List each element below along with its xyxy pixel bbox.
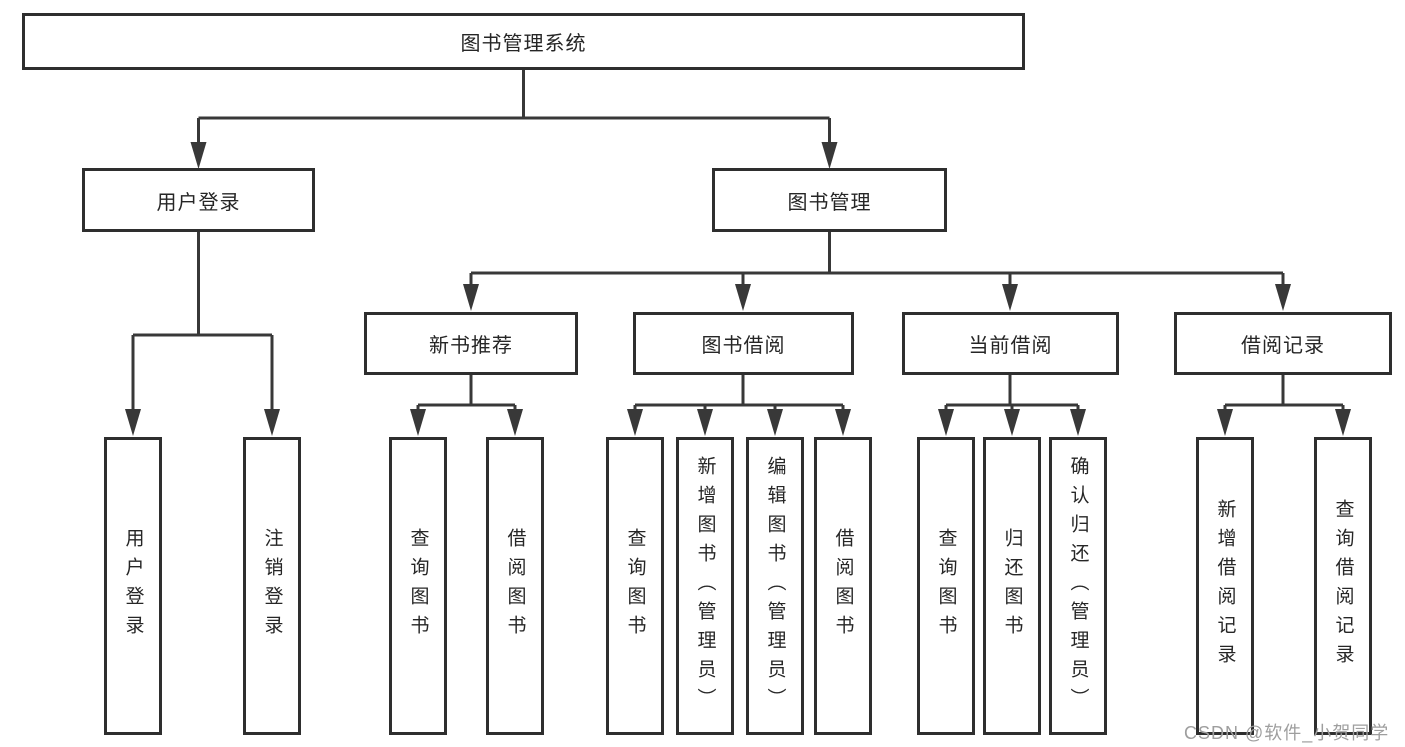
node-book-management-label: 图书管理 (787, 191, 872, 214)
leaf-bb-borrow-books-label: 借阅图书 (832, 528, 854, 644)
leaf-cb-query-books: 查询图书 (917, 437, 975, 735)
node-book-borrow-label: 图书借阅 (701, 335, 786, 357)
leaf-cb-confirm-return-admin-label: 确认归还（管理员） (1067, 455, 1089, 717)
leaf-cb-confirm-return-admin: 确认归还（管理员） (1049, 437, 1107, 735)
node-new-book-recommend-label: 新书推荐 (429, 335, 513, 357)
leaf-nbr-query-books: 查询图书 (389, 437, 447, 735)
leaf-bb-borrow-books: 借阅图书 (814, 437, 872, 735)
node-book-management: 图书管理 (712, 168, 947, 232)
leaf-br-add-record: 新增借阅记录 (1196, 437, 1254, 735)
node-current-borrow-label: 当前借阅 (968, 335, 1053, 357)
leaf-br-query-record-label: 查询借阅记录 (1332, 499, 1354, 673)
leaf-cb-return-books-label: 归还图书 (1001, 528, 1023, 644)
node-root-label: 图书管理系统 (460, 33, 587, 55)
leaf-cb-query-books-label: 查询图书 (935, 528, 957, 644)
node-borrow-records: 借阅记录 (1174, 312, 1392, 375)
leaf-bb-query-books: 查询图书 (606, 437, 664, 735)
leaf-nbr-borrow-books: 借阅图书 (486, 437, 544, 735)
leaf-bb-edit-books-admin: 编辑图书（管理员） (746, 437, 804, 735)
leaf-logout-label: 注销登录 (261, 528, 283, 644)
arrowheads (125, 142, 1351, 436)
leaf-nbr-borrow-books-label: 借阅图书 (504, 528, 526, 644)
node-borrow-records-label: 借阅记录 (1241, 335, 1325, 357)
leaf-bb-edit-books-admin-label: 编辑图书（管理员） (764, 455, 786, 717)
leaf-user-login: 用户登录 (104, 437, 162, 735)
leaf-logout: 注销登录 (243, 437, 301, 735)
node-book-borrow: 图书借阅 (633, 312, 854, 375)
node-user-login: 用户登录 (82, 168, 315, 232)
leaf-bb-add-books-admin: 新增图书（管理员） (676, 437, 734, 735)
node-root: 图书管理系统 (22, 13, 1025, 70)
node-new-book-recommend: 新书推荐 (364, 312, 578, 375)
node-current-borrow: 当前借阅 (902, 312, 1119, 375)
leaf-user-login-label: 用户登录 (122, 528, 144, 644)
leaf-cb-return-books: 归还图书 (983, 437, 1041, 735)
leaf-bb-query-books-label: 查询图书 (624, 528, 646, 644)
leaf-br-query-record: 查询借阅记录 (1314, 437, 1372, 735)
watermark: CSDN @软件_小贺同学 (1184, 723, 1390, 743)
node-user-login-label: 用户登录 (156, 191, 241, 214)
leaf-nbr-query-books-label: 查询图书 (407, 528, 429, 644)
leaf-br-add-record-label: 新增借阅记录 (1214, 499, 1236, 673)
leaf-bb-add-books-admin-label: 新增图书（管理员） (694, 455, 716, 717)
